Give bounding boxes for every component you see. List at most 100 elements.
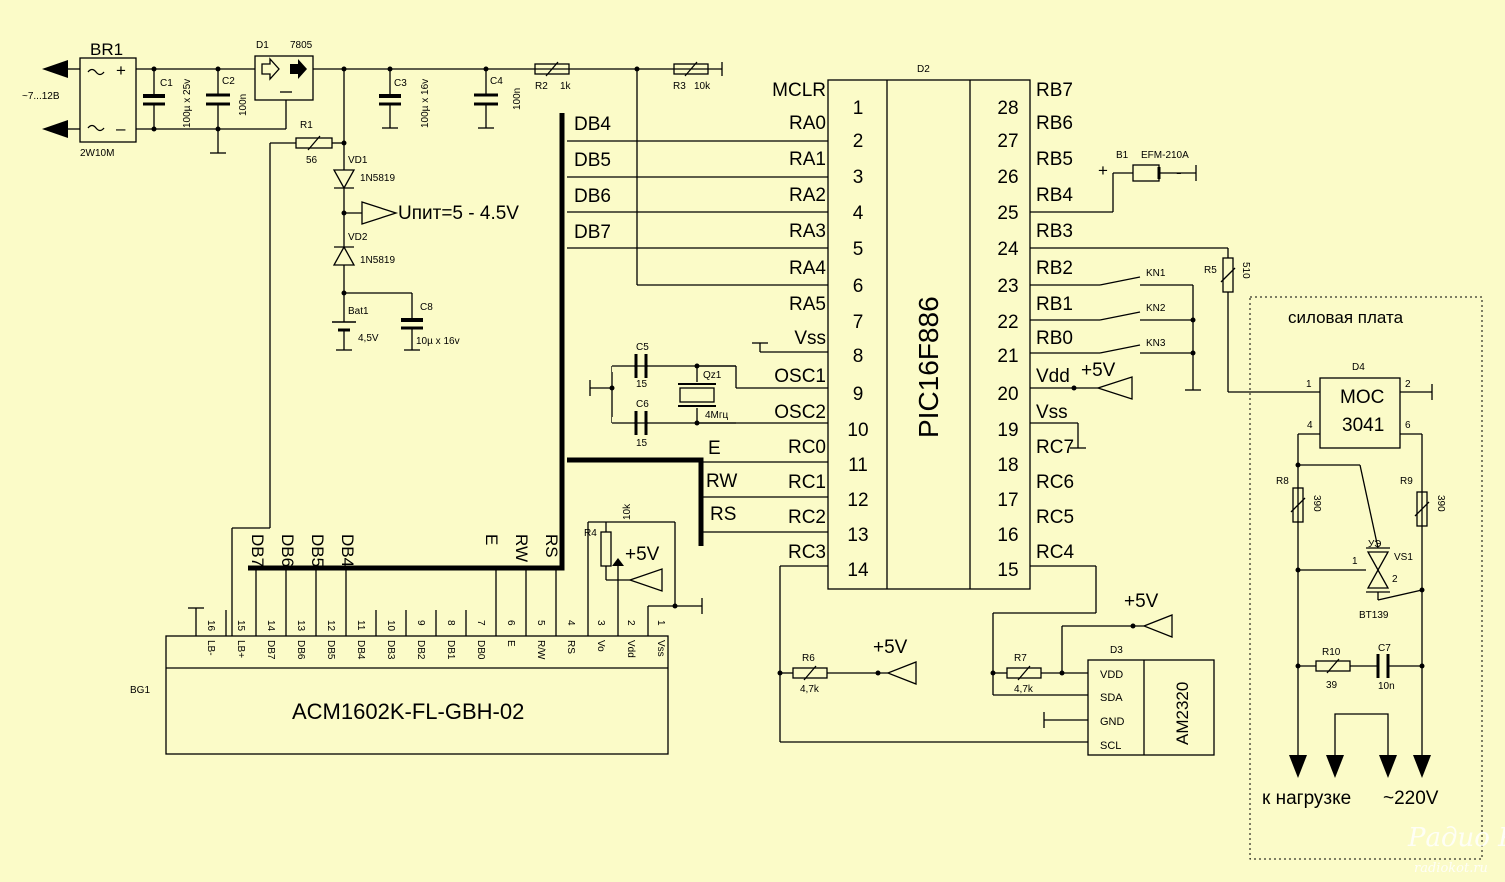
mcu-right-pins: RB728RB627RB526RB425RB324RB223RB122RB021…: [997, 80, 1074, 581]
kn1-label: KN1: [1146, 268, 1166, 279]
lcd-pin-label: DB2: [415, 640, 426, 660]
c8-value: 10µ x 16v: [416, 336, 460, 347]
lcd-pin-number: 16: [205, 620, 216, 632]
mcu-pin-label: OSC1: [774, 366, 826, 387]
lcd-pin-number: 1: [655, 620, 666, 626]
moc-pin1: 1: [1306, 379, 1312, 390]
input-voltage: ~7...12B: [22, 91, 60, 102]
sensor-part: AM2320: [1173, 682, 1192, 745]
mains-label: ~220V: [1383, 788, 1439, 809]
mcu-pin-label: RA0: [789, 113, 826, 134]
sensor-pin-sda: SDA: [1100, 692, 1123, 704]
resistor-r5: R5 510: [1204, 257, 1251, 293]
c2-ref: C2: [222, 76, 235, 87]
d3-ref: D3: [1110, 645, 1123, 656]
input-terminal-arrow: [42, 120, 68, 138]
c3-ref: C3: [394, 78, 407, 89]
mcu-pin-label: RC2: [788, 507, 826, 528]
mcu-pin-number: 27: [997, 131, 1018, 152]
svg-text:+: +: [116, 61, 126, 80]
bus-label-db5: DB5: [574, 150, 611, 171]
lcd-pin-number: 15: [235, 620, 246, 632]
mcu-pin-label: RC6: [1036, 472, 1074, 493]
watermark-logo: Радио КОТ: [1407, 823, 1505, 853]
c1-value: 100µ x 25v: [182, 79, 193, 128]
mcu-pin-number: 12: [847, 490, 868, 511]
resistor-r6: R6 4,7k +5V: [780, 637, 917, 695]
r4-value: 10k: [622, 503, 633, 520]
mcu-pin-number: 9: [853, 384, 864, 405]
mcu-pin-number: 22: [997, 312, 1018, 333]
mcu-pin-label: RB0: [1036, 328, 1073, 349]
lcd-pin-label: LB-: [205, 640, 216, 656]
c6-ref: C6: [636, 399, 649, 410]
vd1-part: 1N5819: [360, 173, 395, 184]
r9-ref: R9: [1400, 476, 1413, 487]
lcd-pin-number: 14: [265, 620, 276, 632]
kn2-label: KN2: [1146, 303, 1166, 314]
c7-ref: C7: [1378, 643, 1391, 654]
r3-value: 10k: [694, 81, 711, 92]
mcu-pin-label: RB5: [1036, 149, 1073, 170]
mcu-pin-number: 23: [997, 276, 1018, 297]
vd2-ref: VD2: [348, 232, 368, 243]
b1-part: EFM-210A: [1141, 150, 1189, 161]
ue-label: УЭ: [1368, 539, 1381, 550]
lcd-part: ACM1602K-FL-GBH-02: [292, 699, 524, 724]
lcd-module: BG1 ACM1602K-FL-GBH-02 16LB-15LB+14DB713…: [130, 534, 669, 755]
mcu-pin-number: 28: [997, 98, 1018, 119]
vd1-ref: VD1: [348, 155, 368, 166]
qz1-ref: Qz1: [703, 370, 722, 381]
resistor-r8: R8 390: [1276, 476, 1322, 523]
capacitor-c8: C8 10µ x 16v: [401, 302, 460, 351]
mcu-pin-label: RA4: [789, 258, 826, 279]
triac-vs1: УЭ VS1 BT139 1 2: [1295, 539, 1425, 621]
lcd-pin-label: RS: [565, 640, 576, 654]
bus-label-db4: DB4: [574, 114, 611, 135]
supply-voltage-label: Uпит=5 - 4.5V: [398, 203, 519, 224]
lcd-pin-label: DB1: [445, 640, 456, 660]
lcd-pin-number: 8: [445, 620, 456, 626]
regulator-7805: D1 7805: [254, 40, 314, 101]
kn3-label: KN3: [1146, 338, 1166, 349]
lcd-pin-number: 10: [385, 620, 396, 632]
oscillator-circuit: C5 15 C6 15 Qz1 4Мгц: [589, 342, 828, 449]
r7-ref: R7: [1014, 653, 1027, 664]
r5-value: 510: [1240, 262, 1251, 279]
mcu-pin-label: OSC2: [774, 402, 826, 423]
r10-value: 39: [1326, 680, 1338, 691]
capacitor-c2: C2 100n: [206, 69, 249, 154]
lcd-pin-number: 7: [475, 620, 486, 626]
mcu-pin-number: 8: [853, 346, 864, 367]
c5-ref: C5: [636, 342, 649, 353]
qz1-value: 4Мгц: [705, 410, 729, 421]
mcu-pin-label: RA1: [789, 149, 826, 170]
r6-value: 4,7k: [800, 684, 820, 695]
r3-ref: R3: [673, 81, 686, 92]
r1-ref: R1: [300, 120, 313, 131]
lcd-pin-number: 6: [505, 620, 516, 626]
vdd-label: +5V: [1081, 360, 1116, 381]
lcd-bus-label: E: [482, 534, 501, 545]
moc-pin4: 4: [1307, 420, 1313, 431]
diode-vd1: VD1 1N5819: [332, 155, 395, 190]
bus-label-e: E: [708, 438, 721, 459]
lcd-pin-number: 13: [295, 620, 306, 632]
mcu-pin-label: RB1: [1036, 294, 1073, 315]
moc-pin6: 6: [1405, 420, 1411, 431]
lcd-bus-label: RW: [512, 534, 531, 562]
mcu-pin-label: MCLR: [772, 80, 826, 101]
lcd-pin-number: 5: [535, 620, 546, 626]
mcu-pin-label: RC0: [788, 437, 826, 458]
lcd-pin-number: 12: [325, 620, 336, 632]
mcu-pin-number: 16: [997, 525, 1018, 546]
mcu-pin-label: RA2: [789, 185, 826, 206]
potentiometer-r4: R4 10k +5V: [584, 503, 703, 636]
mcu-pin-label: RC4: [1036, 542, 1074, 563]
r6-vplus: +5V: [873, 637, 908, 658]
bridge-rectifier: BR1 2W10M ~7...12B + –: [22, 40, 137, 159]
input-terminal-arrow: [42, 60, 68, 78]
mcu-part-number: PIC16F886: [913, 296, 944, 438]
r6-ref: R6: [802, 653, 815, 664]
